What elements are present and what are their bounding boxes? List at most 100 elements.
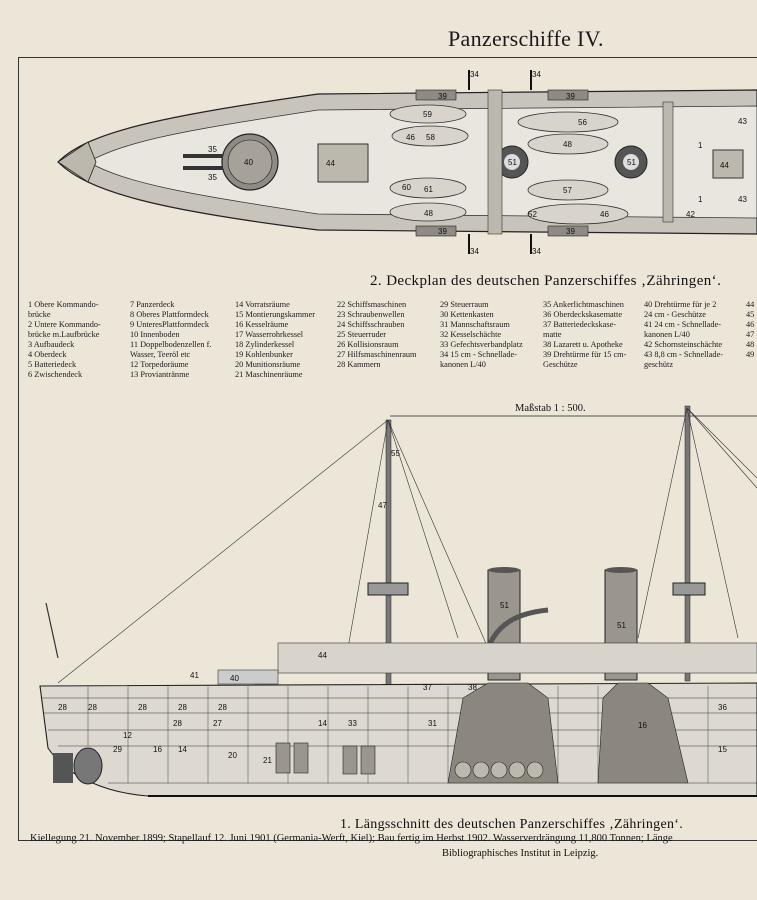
legend-item: 7 Panzerdeck [130, 300, 175, 309]
legend-item: 14 Vorratsräume [235, 300, 290, 309]
svg-text:59: 59 [423, 110, 432, 119]
page-title: Panzerschiffe IV. [448, 26, 604, 51]
svg-text:44: 44 [326, 159, 335, 168]
legend-item: brücke m.Laufbrücke [28, 330, 100, 339]
legend-item: 1 Obere Kommando- [28, 300, 99, 309]
legend-item: Wasser, Teeröl etc [130, 350, 191, 359]
svg-text:27: 27 [213, 719, 222, 728]
legend-item: 30 Kettenkasten [440, 310, 494, 319]
legend-item: 35 Ankerlichtmaschinen [543, 300, 624, 309]
deck-plan-illustration: 40 44 59 46 58 60 61 48 56 48 57 52 46 5… [57, 70, 757, 256]
svg-text:38: 38 [468, 683, 477, 692]
svg-text:44: 44 [318, 651, 327, 660]
legend-item: 16 Kesselräume [235, 320, 289, 329]
svg-text:39: 39 [566, 92, 575, 101]
legend: 1 Obere Kommando- brücke 2 Untere Komman… [28, 300, 757, 378]
svg-text:39: 39 [566, 227, 575, 236]
svg-text:29: 29 [113, 745, 122, 754]
legend-item: 6 Zwischendeck [28, 370, 83, 378]
svg-text:34: 34 [470, 247, 479, 256]
svg-text:40: 40 [230, 674, 239, 683]
legend-item: 45 [746, 310, 755, 319]
section-caption: 1. Längsschnitt des deutschen Panzerschi… [340, 817, 684, 832]
svg-text:28: 28 [58, 703, 67, 712]
svg-text:37: 37 [423, 683, 432, 692]
legend-item: 27 Hilfsmaschinenraum [337, 350, 417, 359]
legend-item: 11 Doppelbodenzellen f. [130, 340, 212, 349]
legend-item: 32 Kesselschächte [440, 330, 502, 339]
svg-text:47: 47 [378, 501, 387, 510]
legend-column: 1 Obere Kommando- brücke 2 Untere Komman… [28, 300, 101, 378]
legend-item: 2 Untere Kommando- [28, 320, 101, 329]
svg-text:15: 15 [718, 745, 727, 754]
svg-text:28: 28 [218, 703, 227, 712]
svg-text:48: 48 [424, 209, 433, 218]
legend-item: 21 Maschinenräume [235, 370, 303, 378]
legend-item: 22 Schiffsmaschinen [337, 300, 407, 309]
legend-item: 24 cm - Geschütze [644, 310, 706, 319]
left-frame-line [18, 57, 19, 840]
svg-text:46: 46 [600, 210, 609, 219]
svg-text:39: 39 [438, 227, 447, 236]
legend-item: 41 24 cm - Schnellade- [644, 320, 721, 329]
legend-item: kanonen L/40 [644, 330, 690, 339]
top-frame-line [18, 57, 757, 58]
legend-item: 39 Drehtürme für 15 cm- [543, 350, 627, 359]
legend-item: 33 Gefechtsverbandplatz [440, 340, 523, 349]
legend-item: 20 Munitionsräume [235, 360, 301, 369]
svg-text:41: 41 [190, 671, 199, 680]
legend-item: 36 Oberdeckskasematte [543, 310, 623, 319]
legend-item: 19 Kohlenbunker [235, 350, 293, 359]
svg-text:58: 58 [426, 133, 435, 142]
svg-text:14: 14 [318, 719, 327, 728]
legend-column: 40 Drehtürme für je 2 24 cm - Geschütze … [644, 300, 723, 370]
legend-item: 31 Mannschaftsraum [440, 320, 510, 329]
legend-item: 18 Zylinderkessel [235, 340, 295, 349]
svg-text:1: 1 [698, 195, 703, 204]
svg-text:52: 52 [528, 210, 537, 219]
legend-item: 5 Batteriedeck [28, 360, 77, 369]
legend-item: Geschütze [543, 360, 578, 369]
svg-text:34: 34 [532, 247, 541, 256]
svg-text:12: 12 [123, 731, 132, 740]
legend-item: matte [543, 330, 562, 339]
legend-item: brücke [28, 310, 51, 319]
svg-text:34: 34 [470, 70, 479, 79]
svg-text:39: 39 [438, 92, 447, 101]
svg-text:42: 42 [686, 210, 695, 219]
legend-item: 49 [746, 350, 755, 359]
svg-text:28: 28 [88, 703, 97, 712]
legend-item: 23 Schraubenwellen [337, 310, 405, 319]
deck-plan-caption: 2. Deckplan des deutschen Panzerschiffes… [370, 273, 722, 289]
svg-text:28: 28 [178, 703, 187, 712]
legend-column: 35 Ankerlichtmaschinen 36 Oberdeckskasem… [543, 300, 626, 370]
svg-text:28: 28 [138, 703, 147, 712]
longitudinal-section-illustration: 55 47 51 51 40 [39, 405, 757, 797]
legend-item: 48 [746, 340, 755, 349]
svg-text:33: 33 [348, 719, 357, 728]
legend-item: 4 Oberdeck [28, 350, 67, 359]
svg-text:31: 31 [428, 719, 437, 728]
svg-text:60: 60 [402, 183, 411, 192]
legend-item: 38 Lazarett u. Apotheke [543, 340, 623, 349]
legend-column: 29 Steuerraum 30 Kettenkasten 31 Mannsch… [440, 300, 523, 370]
legend-item: 37 Batteriedeckskase- [543, 320, 617, 329]
legend-item: 15 Montierungskammer [235, 310, 315, 319]
svg-text:28: 28 [173, 719, 182, 728]
svg-text:61: 61 [424, 185, 433, 194]
legend-item: 3 Aufbaudeck [28, 340, 75, 349]
legend-column: 7 Panzerdeck 8 Oberes Plattformdeck 9 Un… [130, 300, 211, 378]
svg-text:48: 48 [563, 140, 572, 149]
legend-item: 26 Kollisionsraum [337, 340, 399, 349]
svg-text:51: 51 [500, 601, 509, 610]
svg-text:40: 40 [244, 158, 253, 167]
legend-column: 14 Vorratsräume 15 Montierungskammer 16 … [235, 300, 315, 378]
legend-item: 25 Steuerruder [337, 330, 387, 339]
svg-text:16: 16 [638, 721, 647, 730]
svg-text:51: 51 [627, 158, 636, 167]
svg-text:34: 34 [532, 70, 541, 79]
legend-item: 44 [746, 300, 755, 309]
svg-text:21: 21 [263, 756, 272, 765]
publisher-imprint: Bibliographisches Institut in Leipzig. [442, 848, 599, 859]
legend-item: 34 15 cm - Schnellade- [440, 350, 517, 359]
